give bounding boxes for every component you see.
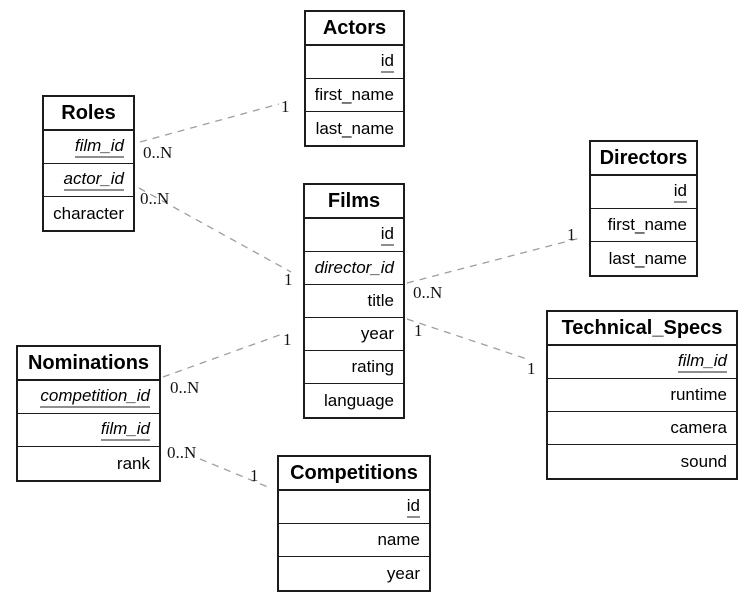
key-field-label: film_id: [74, 136, 124, 158]
field-label: last_name: [608, 248, 687, 268]
field-label: rank: [116, 453, 150, 473]
entity-title: Actors: [306, 12, 403, 46]
field-row-film_id: film_id: [44, 131, 133, 164]
field-row-sound: sound: [548, 445, 736, 478]
relation-line-roles-actors: [139, 103, 280, 143]
entity-title: Films: [305, 185, 403, 219]
field-row-runtime: runtime: [548, 379, 736, 412]
field-label: last_name: [315, 118, 394, 138]
field-label: director_id: [314, 258, 394, 277]
cardinality-label-roles-films-0: 0..N: [140, 189, 169, 208]
entity-table-roles: Roles film_id actor_id character: [42, 95, 135, 232]
key-field-label: film_id: [677, 351, 727, 373]
field-row-id: id: [306, 46, 403, 79]
cardinality-label-roles-films-1: 1: [284, 270, 293, 289]
cardinality-label-nominations-competitions-0: 0..N: [167, 443, 196, 462]
field-row-first_name: first_name: [591, 209, 696, 242]
field-row-director_id: director_id: [305, 252, 403, 285]
field-row-year: year: [305, 318, 403, 351]
field-row-character: character: [44, 197, 133, 230]
field-row-actor_id: actor_id: [44, 164, 133, 197]
field-label: runtime: [670, 385, 727, 404]
field-row-title: title: [305, 285, 403, 318]
key-field-label: id: [380, 224, 394, 246]
field-row-last_name: last_name: [591, 242, 696, 275]
key-field-label: id: [406, 496, 420, 518]
cardinality-label-nominations-films-1: 1: [283, 330, 292, 349]
field-row-year: year: [279, 557, 429, 590]
relation-line-nominations-films: [162, 332, 286, 378]
field-row-competition_id: competition_id: [18, 381, 159, 414]
cardinality-label-roles-actors-0: 0..N: [143, 143, 172, 162]
key-field-label: id: [673, 181, 687, 203]
entity-title: Competitions: [279, 457, 429, 491]
key-field-label: id: [380, 51, 394, 73]
cardinality-label-films-technical-specs-1: 1: [527, 359, 536, 378]
field-label: first_name: [607, 215, 687, 234]
field-label: year: [386, 563, 420, 583]
key-field-label: actor_id: [63, 169, 124, 191]
entity-title: Roles: [44, 97, 133, 131]
cardinality-label-films-directors-1: 1: [567, 225, 576, 244]
key-field-label: film_id: [100, 419, 150, 441]
field-label: camera: [670, 418, 727, 437]
cardinality-label-films-directors-0: 0..N: [413, 283, 442, 302]
field-label: sound: [680, 451, 727, 471]
key-field-label: competition_id: [40, 386, 150, 408]
field-label: rating: [351, 357, 394, 376]
entity-title: Directors: [591, 142, 696, 176]
field-row-rank: rank: [18, 447, 159, 480]
field-label: character: [53, 203, 124, 223]
cardinality-label-nominations-films-0: 0..N: [170, 378, 199, 397]
field-label: name: [377, 530, 420, 549]
entity-table-actors: Actors id first_name last_name: [304, 10, 405, 147]
field-label: title: [367, 291, 394, 310]
field-label: language: [324, 390, 394, 410]
field-row-film_id: film_id: [18, 414, 159, 447]
field-row-id: id: [279, 491, 429, 524]
field-label: year: [360, 324, 394, 343]
cardinality-label-roles-actors-1: 1: [281, 97, 290, 116]
cardinality-label-films-technical-specs-0: 1: [414, 321, 423, 340]
field-row-rating: rating: [305, 351, 403, 384]
entity-title: Technical_Specs: [548, 312, 736, 346]
field-row-id: id: [305, 219, 403, 252]
field-row-id: id: [591, 176, 696, 209]
entity-table-directors: Directors id first_name last_name: [589, 140, 698, 277]
cardinality-label-nominations-competitions-1: 1: [250, 466, 259, 485]
field-row-film_id: film_id: [548, 346, 736, 379]
relation-line-films-directors: [406, 237, 581, 284]
relation-line-films-technical-specs: [406, 318, 531, 361]
field-row-name: name: [279, 524, 429, 557]
field-row-last_name: last_name: [306, 112, 403, 145]
field-row-first_name: first_name: [306, 79, 403, 112]
field-row-language: language: [305, 384, 403, 417]
field-label: first_name: [314, 85, 394, 104]
entity-table-competitions: Competitions id name year: [277, 455, 431, 592]
relation-line-roles-films: [138, 187, 292, 273]
entity-title: Nominations: [18, 347, 159, 381]
field-row-camera: camera: [548, 412, 736, 445]
